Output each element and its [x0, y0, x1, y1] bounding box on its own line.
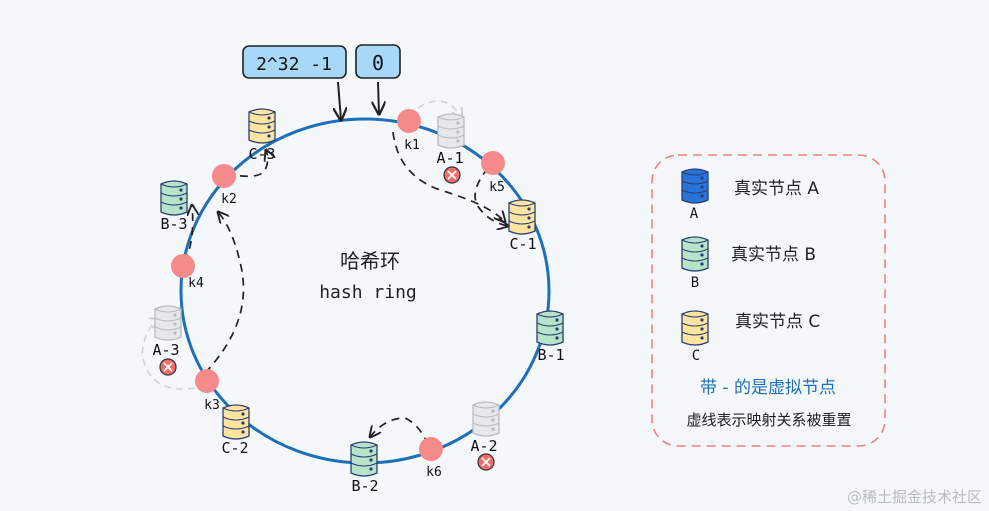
old-arrow-k3 [141, 320, 196, 390]
key-k3: k3 [195, 369, 220, 413]
removed-x-icon [477, 453, 495, 471]
server-a1-removed: A-1 [436, 113, 465, 184]
server-b2: B-2 [350, 441, 379, 495]
server-c2: C-2 [221, 404, 250, 457]
zero-marker: 0 [355, 44, 401, 79]
key-k1-label: k1 [404, 138, 420, 153]
key-k2-label: k2 [221, 192, 237, 207]
server-a3-label: A-3 [152, 341, 179, 359]
server-b3: B-3 [160, 180, 188, 233]
key-k6: k6 [419, 437, 443, 480]
server-c3: C-3 [248, 108, 276, 163]
key-k2: k2 [212, 164, 237, 207]
server-a3-removed: A-3 [152, 305, 182, 376]
remap-arrow-k2 [225, 150, 268, 178]
zero-arrow [378, 81, 379, 114]
key-k4: k4 [171, 254, 204, 291]
watermark: @稀土掘金技术社区 [847, 488, 982, 506]
remap-arrow-k6 [370, 417, 429, 446]
server-c1: C-1 [508, 199, 537, 253]
legend-b: B 真实节点 B [681, 236, 816, 291]
server-b3-label: B-3 [160, 215, 187, 233]
server-b1: B-1 [536, 310, 565, 364]
legend-c-text: 真实节点 C [735, 312, 820, 332]
legend: A 真实节点 A B 真实节点 B C 真实节点 C 带 - 的是虚拟节点 虚线… [651, 154, 886, 447]
max-arrow [338, 81, 341, 120]
key-k3-label: k3 [204, 398, 220, 413]
key-k5-label: k5 [489, 180, 505, 195]
remap-arrow-k5 [474, 167, 508, 226]
key-k5: k5 [481, 151, 505, 195]
key-k6-label: k6 [426, 465, 442, 480]
legend-box [651, 154, 886, 447]
remap-arrow-k3 [204, 212, 245, 374]
legend-a-text: 真实节点 A [734, 179, 819, 199]
server-c3-label: C-3 [248, 145, 275, 163]
key-k1: k1 [397, 109, 421, 153]
server-a2-label: A-2 [470, 437, 497, 455]
legend-c-label: C [692, 348, 700, 364]
max-marker-label: 2^32 -1 [256, 54, 332, 75]
legend-c: C 真实节点 C [681, 310, 820, 364]
ring-title: 哈希环 [340, 249, 400, 273]
legend-remap-note: 虚线表示映射关系被重置 [686, 411, 851, 429]
legend-b-label: B [691, 275, 699, 291]
removed-x-icon [159, 358, 177, 376]
old-arrow-k1 [417, 100, 462, 118]
server-c1-label: C-1 [509, 235, 536, 253]
server-a2-removed: A-2 [470, 401, 500, 471]
legend-a: A 真实节点 A [681, 168, 819, 222]
legend-a-label: A [690, 206, 699, 222]
max-marker: 2^32 -1 [242, 45, 347, 79]
server-b1-label: B-1 [537, 346, 564, 364]
server-b2-label: B-2 [351, 477, 378, 495]
legend-b-text: 真实节点 B [731, 245, 816, 265]
ring-subtitle: hash ring [319, 282, 417, 303]
removed-x-icon [443, 166, 461, 184]
server-a1-label: A-1 [436, 149, 463, 167]
legend-virtual-note: 带 - 的是虚拟节点 [700, 378, 836, 398]
zero-marker-label: 0 [372, 51, 384, 75]
key-k4-label: k4 [188, 276, 204, 291]
server-c2-label: C-2 [221, 439, 248, 457]
